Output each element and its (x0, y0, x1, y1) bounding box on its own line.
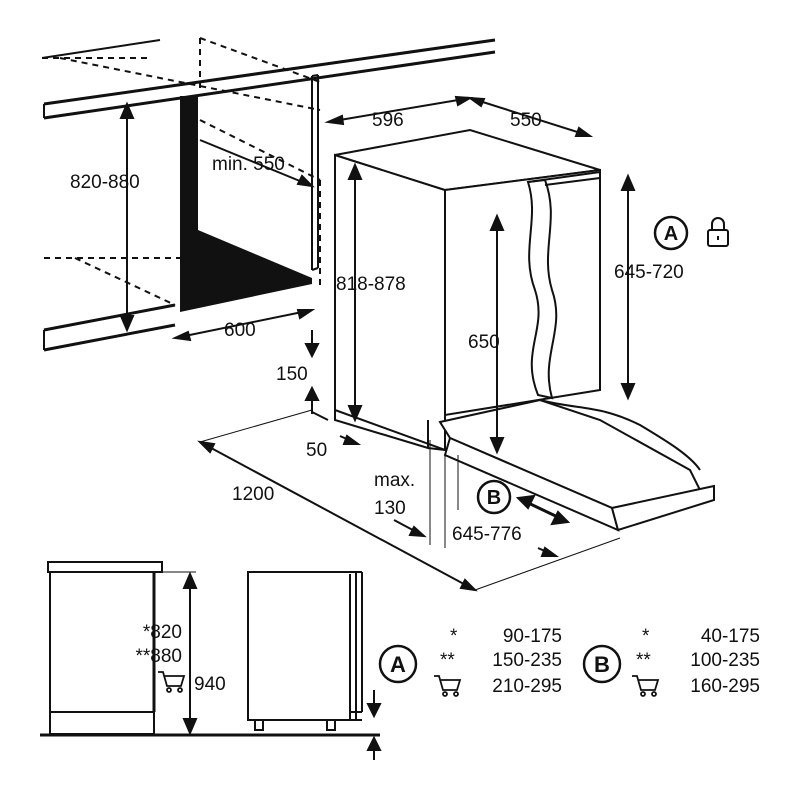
svg-text:A: A (390, 652, 406, 677)
height-h3: 940 (194, 674, 226, 695)
dim-min-depth: min. 550 (212, 154, 285, 175)
table-a-mark-1: * (450, 626, 458, 647)
dimension-lines (119, 95, 636, 592)
table-a-value-2: 150-235 (492, 650, 562, 671)
marker-a-bottom: A (378, 644, 418, 684)
door-open-panel (438, 398, 715, 532)
table-b-mark-2: ** (636, 650, 651, 671)
dim-appliance-depth: 550 (510, 110, 542, 131)
dim-max-label: max. (374, 470, 415, 491)
table-b-value-1: 40-175 (701, 626, 760, 647)
height-h2: **880 (136, 646, 183, 667)
marker-b-bottom: B (582, 644, 622, 684)
svg-text:A: A (664, 223, 678, 245)
niche-outline (41, 37, 496, 352)
svg-text:B: B (594, 652, 610, 677)
dim-niche-width: 600 (224, 320, 256, 341)
table-a-value-1: 90-175 (503, 626, 562, 647)
height-arrow (162, 571, 198, 736)
side-view-right (247, 571, 363, 731)
table-b-value-2: 100-235 (690, 650, 760, 671)
dim-niche-height: 820-880 (70, 172, 140, 193)
height-h1: *820 (143, 622, 182, 643)
cart-icon (632, 675, 660, 697)
dim-appliance-width: 596 (372, 110, 404, 131)
table-b-value-3: 160-295 (690, 676, 760, 697)
cart-icon (434, 675, 462, 697)
lock-icon (707, 217, 729, 247)
marker-b-mid: B (476, 479, 512, 515)
table-a-mark-2: ** (440, 650, 455, 671)
dim-max-value: 130 (374, 498, 406, 519)
dim-plinth-height: 150 (276, 364, 308, 385)
dim-door-opening: 1200 (232, 484, 274, 505)
table-b-mark-1: * (642, 626, 650, 647)
plinth-arrows (366, 690, 382, 760)
dim-door-height: 650 (468, 332, 500, 353)
door-wave (526, 170, 601, 400)
dim-appliance-height: 818-878 (336, 274, 406, 295)
table-a-value-3: 210-295 (492, 676, 562, 697)
dim-plinth-depth: 50 (306, 440, 327, 461)
dim-b-range: 645-776 (452, 524, 522, 545)
niche-side-wall (180, 96, 312, 312)
dim-door-span: 645-720 (614, 262, 684, 283)
cart-icon (158, 671, 186, 693)
marker-a-top: A (653, 215, 689, 251)
svg-text:B: B (487, 487, 501, 509)
side-view-left (40, 561, 380, 737)
